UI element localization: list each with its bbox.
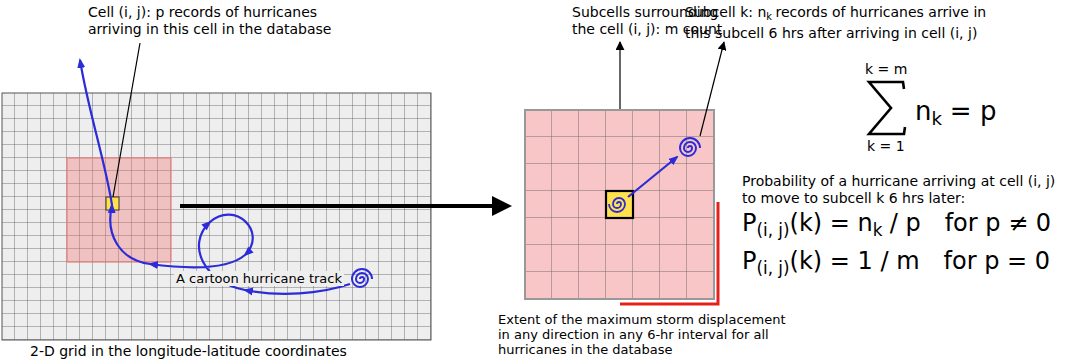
subcell-k-note-group: Subcell k: nkrecords of hurricanes arriv… [685, 4, 1005, 42]
subscript: k [873, 220, 883, 240]
leader-arrow [700, 42, 724, 136]
formula-group: P(i, j)(k) = 1 / m for p = 0 [742, 246, 1050, 283]
hurricane-spiral [680, 138, 700, 156]
formula: P [742, 247, 756, 275]
probability-note: Probability of a hurricane arriving at c… [742, 173, 1055, 206]
subscript: k [931, 108, 942, 129]
formula: (k) = 1 / m [790, 247, 920, 275]
sum-formula: n [915, 96, 931, 126]
leader-arrow [619, 42, 620, 109]
formula: / p [890, 209, 921, 237]
cell-note-group: Cell (i, j): p records of hurricanes arr… [88, 4, 356, 38]
extent-note: Extent of the maximum storm displacement… [498, 312, 786, 357]
sum-upper-limit-group: k = m [865, 61, 907, 77]
formula: for p ≠ 0 [945, 209, 1052, 237]
sum-formula-group: nk = p [915, 95, 996, 135]
grid-caption-group: 2-D grid in the longitude-latitude coord… [30, 343, 347, 359]
sigma-symbol [869, 82, 905, 134]
formula-group: P(i, j)(k) = nk / p for p ≠ 0 [742, 208, 1051, 245]
extent-bracket [620, 202, 718, 304]
subscript: (i, j) [756, 220, 789, 240]
hurricane-spiral [609, 198, 625, 212]
cell-note: Cell (i, j): p records of hurricanes arr… [88, 4, 331, 37]
sum-lower-limit-group: k = 1 [867, 138, 905, 154]
track-label: A cartoon hurricane track [174, 271, 344, 286]
extent-note-group: Extent of the maximum storm displacement… [498, 312, 794, 357]
zoom-arrow [180, 204, 508, 208]
displacement-arrow [628, 157, 677, 197]
subcell-k-note: Subcell k: n [685, 4, 766, 20]
hurricane-track [80, 60, 350, 294]
formula: for p = 0 [944, 247, 1051, 275]
hurricane-spiral [352, 269, 372, 287]
subscript: k [766, 11, 772, 22]
leader-line [113, 43, 140, 197]
subcell-grid [525, 110, 714, 299]
probability-note-group: Probability of a hurricane arriving at c… [742, 173, 1066, 207]
grid-caption: 2-D grid in the longitude-latitude coord… [30, 343, 347, 359]
track-label-group: A cartoon hurricane track [174, 271, 344, 287]
subscript: (i, j) [756, 258, 789, 278]
sum-lower-limit: k = 1 [867, 138, 905, 154]
formula: P [742, 209, 756, 237]
sum-formula: = p [950, 96, 997, 126]
formula: (k) = n [790, 209, 873, 237]
sum-upper-limit: k = m [865, 61, 907, 77]
